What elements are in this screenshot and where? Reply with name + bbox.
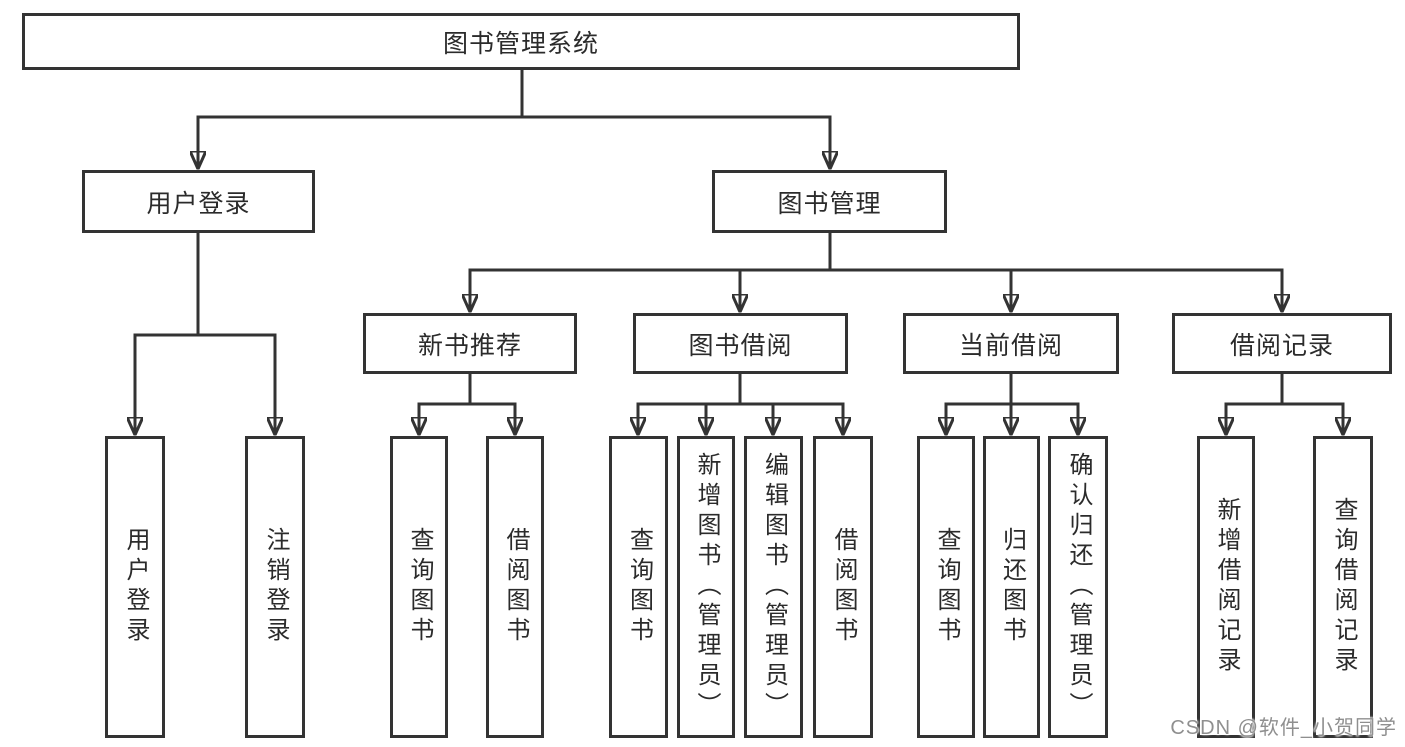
node-leaf-query-books-1-label: 查询图书 (406, 527, 433, 647)
node-leaf-logout: 注销登录 (245, 436, 305, 738)
node-leaf-add-record: 新增借阅记录 (1197, 436, 1255, 738)
connector-borrow-records-trunk (1224, 372, 1345, 406)
node-leaf-query-books-3: 查询图书 (917, 436, 975, 738)
node-book-borrow: 图书借阅 (633, 313, 848, 374)
connector-new-books-trunk (417, 372, 517, 406)
node-leaf-logout-label: 注销登录 (262, 527, 289, 647)
connector-root-trunk (196, 68, 832, 119)
connector-book-borrow-trunk (636, 372, 845, 406)
node-leaf-query-books-1: 查询图书 (390, 436, 448, 738)
node-leaf-confirm-return: 确认归还（管理员） (1048, 436, 1108, 738)
node-leaf-user-login: 用户登录 (105, 436, 165, 738)
node-borrow-records: 借阅记录 (1172, 313, 1392, 374)
node-user-login: 用户登录 (82, 170, 315, 233)
node-leaf-return-books: 归还图书 (983, 436, 1040, 738)
node-new-books-label: 新书推荐 (417, 331, 522, 360)
node-leaf-add-books: 新增图书（管理员） (677, 436, 735, 738)
node-current-borrow-label: 当前借阅 (958, 331, 1063, 360)
node-leaf-borrow-books-1-label: 借阅图书 (502, 527, 529, 647)
node-root: 图书管理系统 (22, 13, 1020, 70)
node-leaf-query-books-2: 查询图书 (609, 436, 668, 738)
node-leaf-edit-books-label: 编辑图书（管理员） (760, 452, 788, 722)
node-book-mgmt: 图书管理 (712, 170, 947, 233)
node-leaf-return-books-label: 归还图书 (998, 527, 1026, 647)
node-leaf-add-record-label: 新增借阅记录 (1213, 497, 1240, 677)
node-leaf-query-record-label: 查询借阅记录 (1330, 497, 1357, 677)
node-leaf-user-login-label: 用户登录 (122, 527, 149, 647)
node-leaf-add-books-label: 新增图书（管理员） (693, 452, 720, 722)
connector-current-borrow-trunk (944, 372, 1080, 406)
node-leaf-edit-books: 编辑图书（管理员） (744, 436, 803, 738)
node-leaf-borrow-books-2: 借阅图书 (813, 436, 873, 738)
node-leaf-confirm-return-label: 确认归还（管理员） (1065, 452, 1092, 722)
connector-book-mgmt-trunk (468, 231, 1284, 272)
node-new-books: 新书推荐 (363, 313, 577, 374)
node-leaf-query-record: 查询借阅记录 (1313, 436, 1373, 738)
node-leaf-borrow-books-1: 借阅图书 (486, 436, 544, 738)
node-book-borrow-label: 图书借阅 (688, 331, 793, 360)
node-current-borrow: 当前借阅 (903, 313, 1119, 374)
node-leaf-query-books-3-label: 查询图书 (933, 527, 960, 647)
node-root-label: 图书管理系统 (442, 29, 599, 58)
node-borrow-records-label: 借阅记录 (1229, 331, 1334, 360)
node-leaf-query-books-2-label: 查询图书 (625, 527, 653, 647)
connector-user-login-trunk (133, 231, 277, 337)
csdn-watermark: CSDN @软件_小贺同学 (1170, 717, 1397, 739)
node-user-login-label: 用户登录 (146, 189, 251, 218)
node-leaf-borrow-books-2-label: 借阅图书 (830, 527, 857, 647)
node-book-mgmt-label: 图书管理 (777, 189, 882, 218)
